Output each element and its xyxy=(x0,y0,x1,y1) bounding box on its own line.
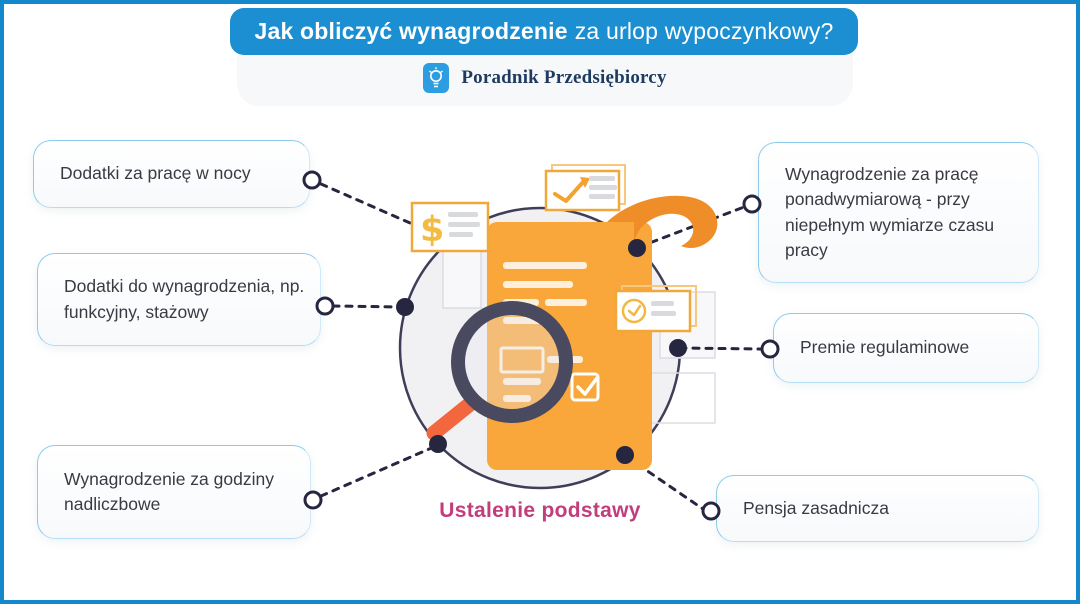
document-text-lines xyxy=(503,262,587,402)
checkbox-icon xyxy=(570,372,600,402)
diagram-caption: Ustalenie podstawy xyxy=(439,499,641,522)
connector-rings xyxy=(302,170,780,521)
connector-dots xyxy=(396,239,687,464)
header-title-regular: za urlop wypoczynkowy? xyxy=(574,18,834,44)
document-icon xyxy=(487,195,718,470)
header-title-banner: Jak obliczyć wynagrodzenie za urlop wypo… xyxy=(230,8,858,55)
label-box-base-salary: Pensja zasadnicza xyxy=(716,475,1039,542)
label-box-regulation-bonuses: Premie regulaminowe xyxy=(773,313,1039,383)
magnifier-lens xyxy=(451,301,573,423)
label-text: Dodatki za pracę w nocy xyxy=(60,163,251,184)
label-text: Pensja zasadnicza xyxy=(743,497,889,518)
label-box-night-work: Dodatki za pracę w nocy xyxy=(33,140,310,208)
label-text: Wynagrodzenie za godziny nadliczbowe xyxy=(64,468,274,514)
magnifier-handle xyxy=(426,396,478,441)
dollar-card-icon: $ xyxy=(410,201,490,253)
label-box-parttime-extra-pay: Wynagrodzenie za pracę ponadwymiarową - … xyxy=(758,142,1039,283)
dollar-glyph: $ xyxy=(420,210,444,250)
header-title-bold: Jak obliczyć wynagrodzenie xyxy=(254,18,568,44)
trend-check-card-icon xyxy=(544,164,626,212)
label-text: Wynagrodzenie za pracę ponadwymiarową - … xyxy=(785,163,995,260)
label-box-salary-additions: Dodatki do wynagrodzenia, np. funkcyjny,… xyxy=(37,253,321,346)
card-text-lines xyxy=(589,176,617,199)
connector-lines xyxy=(319,182,764,511)
lightbulb-icon xyxy=(423,63,450,93)
label-box-overtime-pay: Wynagrodzenie za godziny nadliczbowe xyxy=(37,445,311,539)
magnifier-icon xyxy=(426,301,573,441)
card-text-lines xyxy=(448,212,480,237)
brand-lockup: Poradnik Przedsiębiorcy xyxy=(423,63,666,93)
card-text-lines xyxy=(651,301,676,316)
document-frame-detail xyxy=(499,346,545,374)
page-curl xyxy=(607,195,718,249)
label-text: Premie regulaminowe xyxy=(800,337,970,358)
background-sheets xyxy=(442,217,716,424)
brand-name: Poradnik Przedsiębiorcy xyxy=(461,67,667,88)
center-circle xyxy=(398,206,682,490)
label-text: Dodatki do wynagrodzenia, np. funkcyjny,… xyxy=(64,276,305,322)
clock-card-icon xyxy=(614,285,697,333)
